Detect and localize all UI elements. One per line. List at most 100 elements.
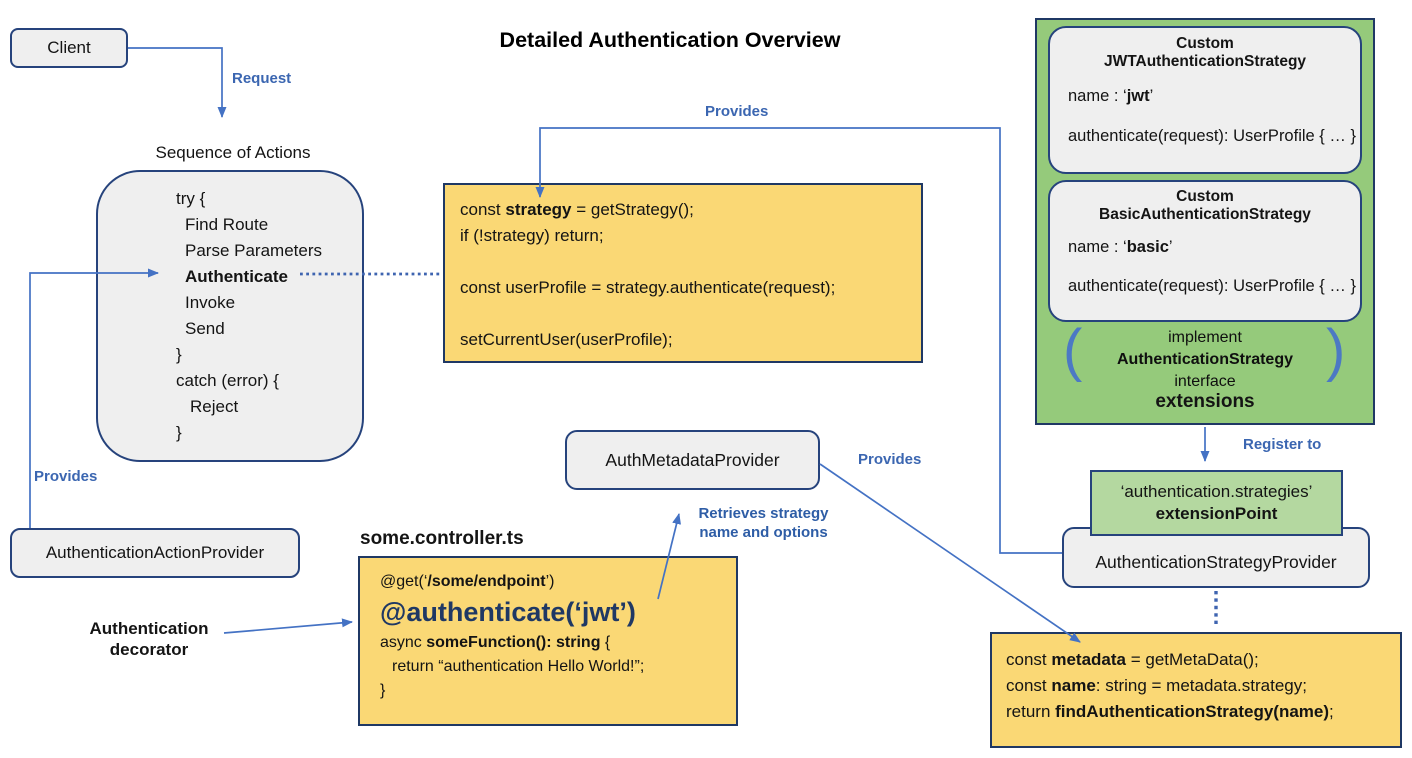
sequence-title: Sequence of Actions <box>155 143 311 162</box>
auth-strategy-provider-node: AuthenticationStrategyProvider <box>1062 527 1370 588</box>
provides-top-label: Provides <box>705 103 769 120</box>
card-title: Custom <box>1176 188 1234 205</box>
code-line: const userProfile = strategy.authenticat… <box>460 278 836 297</box>
code-text: async <box>380 634 427 651</box>
code-line: async someFunction(): string { <box>380 631 736 655</box>
code-text-bold: strategy <box>505 200 572 219</box>
sequence-line-authenticate: Authenticate <box>185 267 288 286</box>
card-title: BasicAuthenticationStrategy <box>1099 206 1311 223</box>
sequence-box: try { Find Route Parse Parameters Authen… <box>96 170 364 462</box>
metadata-code-box: const metadata = getMetaData(); const na… <box>990 632 1402 748</box>
code-line: const name: string = metadata.strategy; <box>1006 673 1400 699</box>
implement-line2: AuthenticationStrategy interface <box>1085 349 1325 393</box>
card-text: name : ‘ <box>1068 238 1127 256</box>
auth-strategy-provider-label: AuthenticationStrategyProvider <box>1095 552 1337 572</box>
sequence-line: Parse Parameters <box>185 241 322 260</box>
code-line: setCurrentUser(userProfile); <box>460 330 673 349</box>
sequence-code: try { Find Route Parse Parameters Authen… <box>176 186 322 446</box>
controller-filename: some.controller.ts <box>360 528 524 549</box>
card-title: Custom <box>1176 35 1234 52</box>
right-bracket: ) <box>1326 318 1346 383</box>
implement-bold: AuthenticationStrategy <box>1116 351 1293 368</box>
code-text: return <box>1006 702 1056 721</box>
request-label: Request <box>232 70 292 87</box>
retrieves-name-bold: name <box>699 524 739 541</box>
card-name-line: name : ‘jwt’ <box>1068 87 1360 106</box>
request-arrow <box>128 47 227 118</box>
strategy-code-box: const strategy = getStrategy(); if (!str… <box>443 183 923 363</box>
provides-mid-arrow <box>819 463 1081 643</box>
code-text: @get(‘ <box>380 573 428 590</box>
card-title: JWTAuthenticationStrategy <box>1103 53 1307 70</box>
decorator-label-line1: Authentication <box>89 619 209 638</box>
card-name-line: name : ‘basic’ <box>1068 238 1360 257</box>
blank-line <box>460 249 921 275</box>
sequence-line: } <box>176 423 182 442</box>
decorator-arrow <box>223 618 353 634</box>
code-line: const metadata = getMetaData(); <box>1006 647 1400 673</box>
extension-point-label: extensionPoint <box>1155 504 1278 523</box>
code-text-bold: /some/endpoint <box>427 573 546 590</box>
implement-line1: implement <box>1168 329 1242 346</box>
code-line: if (!strategy) return; <box>460 226 604 245</box>
retrieves-rest: and options <box>738 524 828 541</box>
client-node: Client <box>10 28 128 68</box>
code-line: return findAuthenticationStrategy(name); <box>1006 699 1400 725</box>
sequence-line: Send <box>185 319 225 338</box>
auth-metadata-provider-label: AuthMetadataProvider <box>605 449 780 470</box>
sequence-line: Invoke <box>185 293 236 312</box>
decorator-label: Authentication decorator <box>66 618 232 660</box>
decorator-label-line2: decorator <box>109 640 189 659</box>
code-text: : string = metadata.strategy; <box>1095 676 1307 695</box>
auth-action-provider-label: AuthenticationActionProvider <box>45 543 265 562</box>
implement-rest: interface <box>1174 373 1236 390</box>
code-line: @get(‘/some/endpoint’) <box>380 570 736 593</box>
retrieves-line1: Retrieves strategy <box>698 505 829 522</box>
card-method-line: authenticate(request): UserProfile { … } <box>1068 277 1356 295</box>
auth-action-provider-node: AuthenticationActionProvider <box>10 528 300 578</box>
code-text: ; <box>1329 702 1334 721</box>
page-title: Detailed Authentication Overview <box>499 28 841 52</box>
sequence-line: catch (error) { <box>176 371 279 390</box>
code-text: = getStrategy(); <box>571 200 694 219</box>
code-line: const strategy = getStrategy(); <box>460 197 921 223</box>
sequence-line: Find Route <box>185 215 269 234</box>
basic-strategy-card: Custom BasicAuthenticationStrategy name … <box>1048 180 1362 322</box>
code-text: const <box>1006 676 1052 695</box>
auth-metadata-provider-node: AuthMetadataProvider <box>565 430 820 490</box>
retrieves-label: Retrieves strategy name and options <box>666 504 861 542</box>
code-text-bold: someFunction(): string <box>426 634 601 651</box>
card-text-bold: basic <box>1126 238 1169 256</box>
card-text: ’ <box>1149 87 1154 105</box>
extension-point-node: ‘authentication.strategies’ extensionPoi… <box>1090 470 1343 536</box>
code-text-bold: metadata <box>1051 650 1126 669</box>
left-bracket: ( <box>1063 318 1083 383</box>
code-text: const <box>460 200 506 219</box>
provides-mid-label: Provides <box>858 451 922 468</box>
extension-point-binding: ‘authentication.strategies’ <box>1120 482 1313 501</box>
card-text: ’ <box>1168 238 1173 256</box>
controller-code-box: @get(‘/some/endpoint’) @authenticate(‘jw… <box>358 556 738 726</box>
retrieves-line2: name and options <box>666 523 861 542</box>
code-text: = getMetaData(); <box>1126 650 1259 669</box>
sequence-line: Reject <box>190 397 239 416</box>
sequence-line: try { <box>176 189 206 208</box>
authenticate-decorator-line: @authenticate(‘jwt’) <box>380 597 636 627</box>
sequence-line: } <box>176 345 182 364</box>
extensions-footer: extensions <box>1155 391 1255 412</box>
client-label: Client <box>47 38 91 57</box>
jwt-strategy-card: Custom JWTAuthenticationStrategy name : … <box>1048 26 1362 174</box>
code-line: } <box>380 682 386 699</box>
card-method-line: authenticate(request): UserProfile { … } <box>1068 127 1356 145</box>
provides-left-label: Provides <box>34 468 98 485</box>
code-text-bold: name <box>1051 676 1096 695</box>
card-text: name : ‘ <box>1068 87 1127 105</box>
code-text-bold: findAuthenticationStrategy(name) <box>1055 702 1330 721</box>
register-to-label: Register to <box>1243 436 1322 453</box>
code-line: return “authentication Hello World!”; <box>392 658 645 675</box>
card-text-bold: jwt <box>1126 87 1150 105</box>
code-text: const <box>1006 650 1052 669</box>
code-text: ’) <box>545 573 555 590</box>
code-text: { <box>600 634 611 651</box>
